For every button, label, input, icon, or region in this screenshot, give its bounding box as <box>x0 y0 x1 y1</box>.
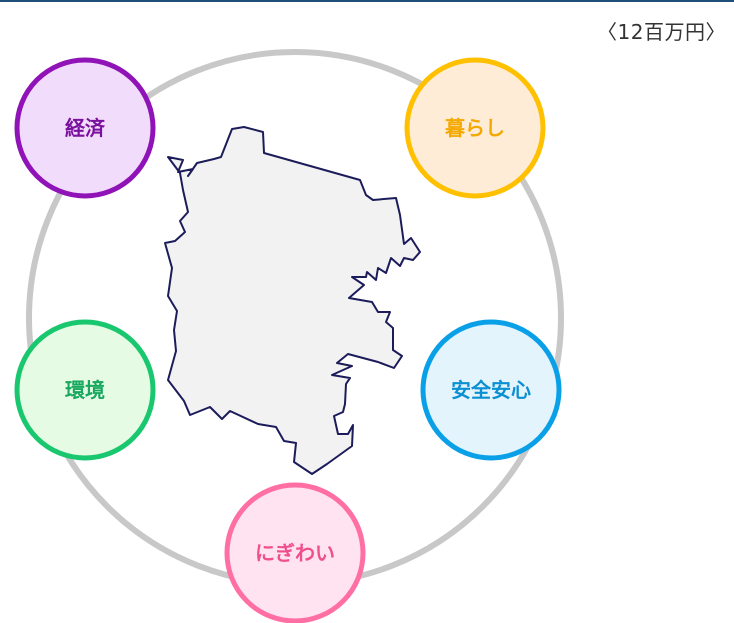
city-map <box>164 126 421 475</box>
node-label-kankyo: 環境 <box>65 378 105 402</box>
node-keizai: 経済 <box>14 57 156 199</box>
node-circle-keizai <box>14 57 156 199</box>
node-circle-anzen <box>420 319 562 461</box>
node-kankyo: 環境 <box>14 319 156 461</box>
node-circle-nigiwai <box>224 482 366 623</box>
node-label-keizai: 経済 <box>65 116 106 140</box>
node-circle-kankyo <box>14 319 156 461</box>
unit-label: 〈12百万円〉 <box>597 20 726 44</box>
node-kurashi: 暮らし <box>404 57 546 199</box>
node-label-anzen: 安全安心 <box>451 378 531 402</box>
node-label-nigiwai: にぎわい <box>255 541 335 565</box>
node-circle-kurashi <box>404 57 546 199</box>
node-nigiwai: にぎわい <box>224 482 366 623</box>
node-label-kurashi: 暮らし <box>444 116 505 140</box>
top-rule <box>0 0 734 2</box>
node-anzen: 安全安心 <box>420 319 562 461</box>
